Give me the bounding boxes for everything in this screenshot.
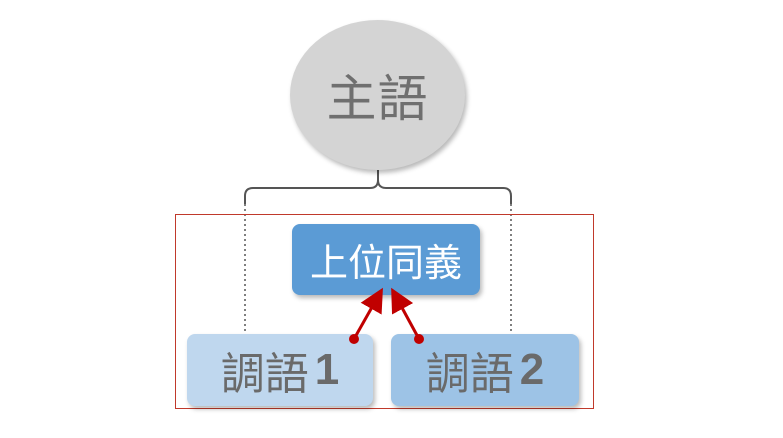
predicate-1-label: 調語: [220, 349, 309, 400]
predicate-node-2: 調語 2: [391, 334, 579, 406]
subject-bracket: [244, 170, 512, 204]
predicate-2-label: 調語: [425, 349, 514, 400]
hypernym-label: 上位同義: [309, 241, 462, 285]
predicate-node-1: 調語 1: [187, 334, 373, 406]
subject-label: 主語: [326, 70, 429, 128]
predicate-2-number: 2: [519, 345, 545, 394]
predicate-1-number: 1: [314, 345, 340, 394]
subject-node: 主語: [290, 20, 465, 170]
hypernym-node: 上位同義: [292, 224, 480, 295]
selection-frame: [175, 214, 594, 409]
